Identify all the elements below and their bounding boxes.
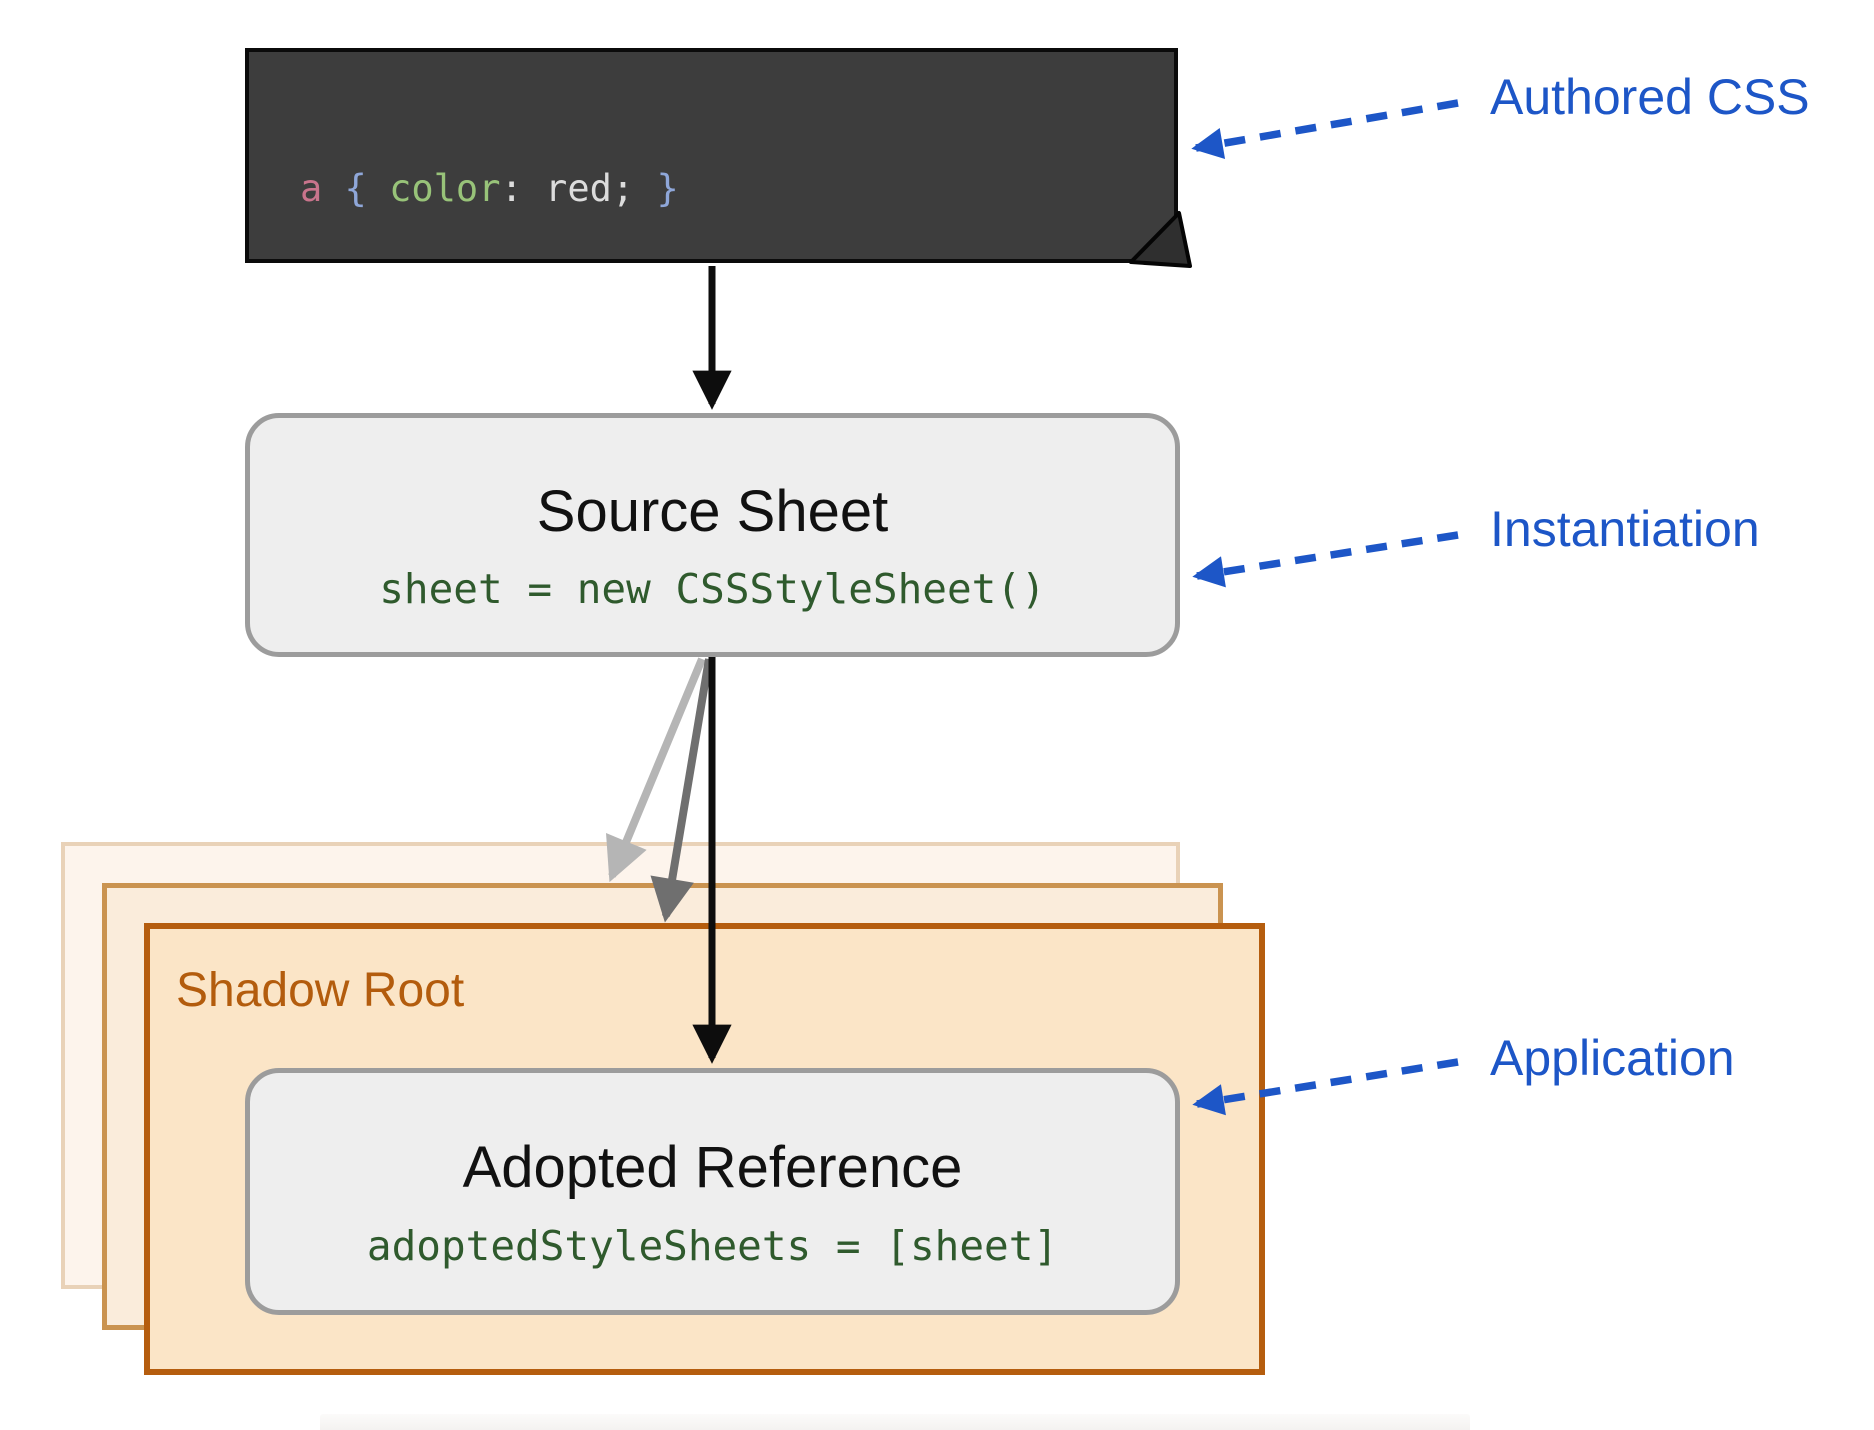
source-sheet-box: Source Sheet sheet = new CSSStyleSheet() [245, 413, 1180, 657]
css-property: padding [389, 311, 546, 354]
css-brace: { [322, 167, 390, 210]
pointer-arrow-instantiation [1192, 531, 1459, 588]
css-selector: p [300, 311, 323, 354]
authored-css-code: a { color: red; } p { padding: 10px; } [300, 69, 746, 453]
css-selector: a [300, 167, 323, 210]
shadow-root-label: Shadow Root [176, 964, 465, 1017]
css-property: color [389, 167, 501, 210]
application-label: Application [1490, 1030, 1735, 1086]
code-line-1: a { color: red; } [300, 165, 746, 213]
bottom-edge-artifact [320, 1414, 1470, 1430]
source-sheet-title: Source Sheet [536, 479, 889, 544]
css-brace: { [322, 311, 390, 354]
adopted-reference-code: adoptedStyleSheets = [sheet] [366, 1222, 1059, 1270]
css-brace: } [656, 167, 679, 210]
instantiation-label: Instantiation [1490, 501, 1760, 557]
css-value: : red; [500, 167, 657, 210]
code-line-2: p { padding: 10px; } [300, 309, 746, 357]
authored-css-snippet: a { color: red; } p { padding: 10px; } [245, 48, 1178, 263]
adopted-reference-box: Adopted Reference adoptedStyleSheets = [… [245, 1068, 1180, 1315]
pointer-arrow-authored-css [1191, 99, 1459, 159]
authored-css-label: Authored CSS [1490, 69, 1810, 125]
css-brace: } [723, 311, 746, 354]
css-value: : 10px; [545, 311, 724, 354]
source-sheet-code: sheet = new CSSStyleSheet() [379, 565, 1046, 613]
adopted-reference-title: Adopted Reference [462, 1135, 963, 1200]
